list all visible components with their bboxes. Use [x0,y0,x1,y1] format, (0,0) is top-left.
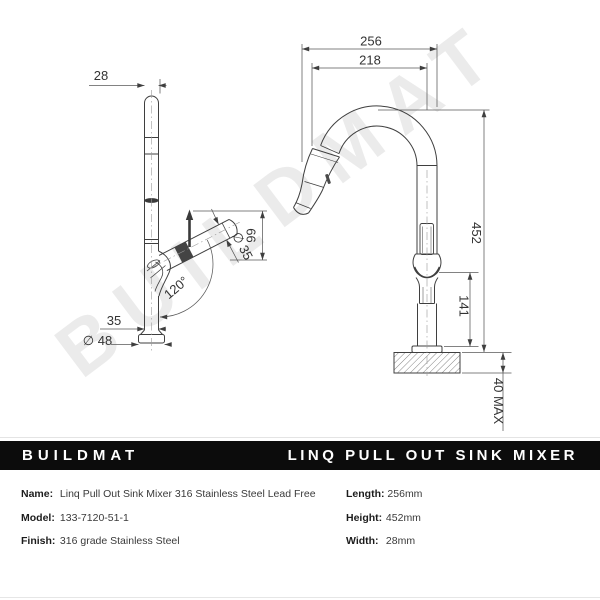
spec-finish: Finish: 316 grade Stainless Steel [21,535,180,547]
dim-spout-reach: 218 [359,53,381,68]
dim-handle-angle: 120° [161,273,191,302]
divider [0,437,600,438]
side-view [138,95,238,344]
spec-finish-value: 316 grade Stainless Steel [59,535,180,547]
front-dimension-lines [301,44,512,431]
dim-handle-height: 66 [244,228,259,242]
bottom-border [0,597,600,598]
side-handle-band [174,241,194,263]
spec-model-value: 133-7120-51-1 [59,512,129,524]
side-centerlines [149,90,242,352]
spec-name-value: Linq Pull Out Sink Mixer 316 Stainless S… [59,488,316,500]
spec-finish-label: Finish: [21,535,56,547]
dim-outlet-height: 141 [457,295,472,317]
side-body-bulge [158,250,171,297]
product-title: LINQ PULL OUT SINK MIXER [287,447,578,464]
front-view [293,105,461,374]
spec-length-label: Length: [346,488,385,500]
spec-length: Length: 256mm [346,488,422,500]
title-banner: BUILDMAT LINQ PULL OUT SINK MIXER [0,441,600,470]
spec-height-label: Height: [346,512,383,524]
front-gooseneck-inner [338,125,418,167]
spec-width-label: Width: [346,535,379,547]
dim-deck-thickness: 40 MAX [491,378,506,425]
dim-spout-width: 28 [94,68,108,83]
dim-base-diameter: ∅ 48 [83,333,112,348]
front-gooseneck-outer [320,105,438,167]
front-dimension-arrows [302,46,506,373]
spec-length-value: 256mm [387,488,423,500]
spec-width-value: 28mm [385,535,416,547]
front-spray-button [325,174,331,184]
spec-name-label: Name: [21,488,54,500]
technical-drawing: 28 66 ∅ 35 120° 35 ∅ 48 [83,34,512,431]
side-dimension-lines [89,79,267,345]
spec-width: Width: 28mm [346,535,415,547]
brand-name: BUILDMAT [22,447,140,464]
spec-height-value: 452mm [385,512,421,524]
spec-model: Model: 133-7120-51-1 [21,512,129,524]
side-handle [158,218,230,256]
spec-name: Name: Linq Pull Out Sink Mixer 316 Stain… [21,488,316,500]
dim-body-width: 35 [107,313,121,328]
spec-model-label: Model: [21,512,55,524]
dim-overall-length: 256 [360,34,382,49]
spec-height: Height: 452mm [346,512,421,524]
front-spray-head [312,148,340,158]
dim-overall-height: 452 [469,222,484,244]
